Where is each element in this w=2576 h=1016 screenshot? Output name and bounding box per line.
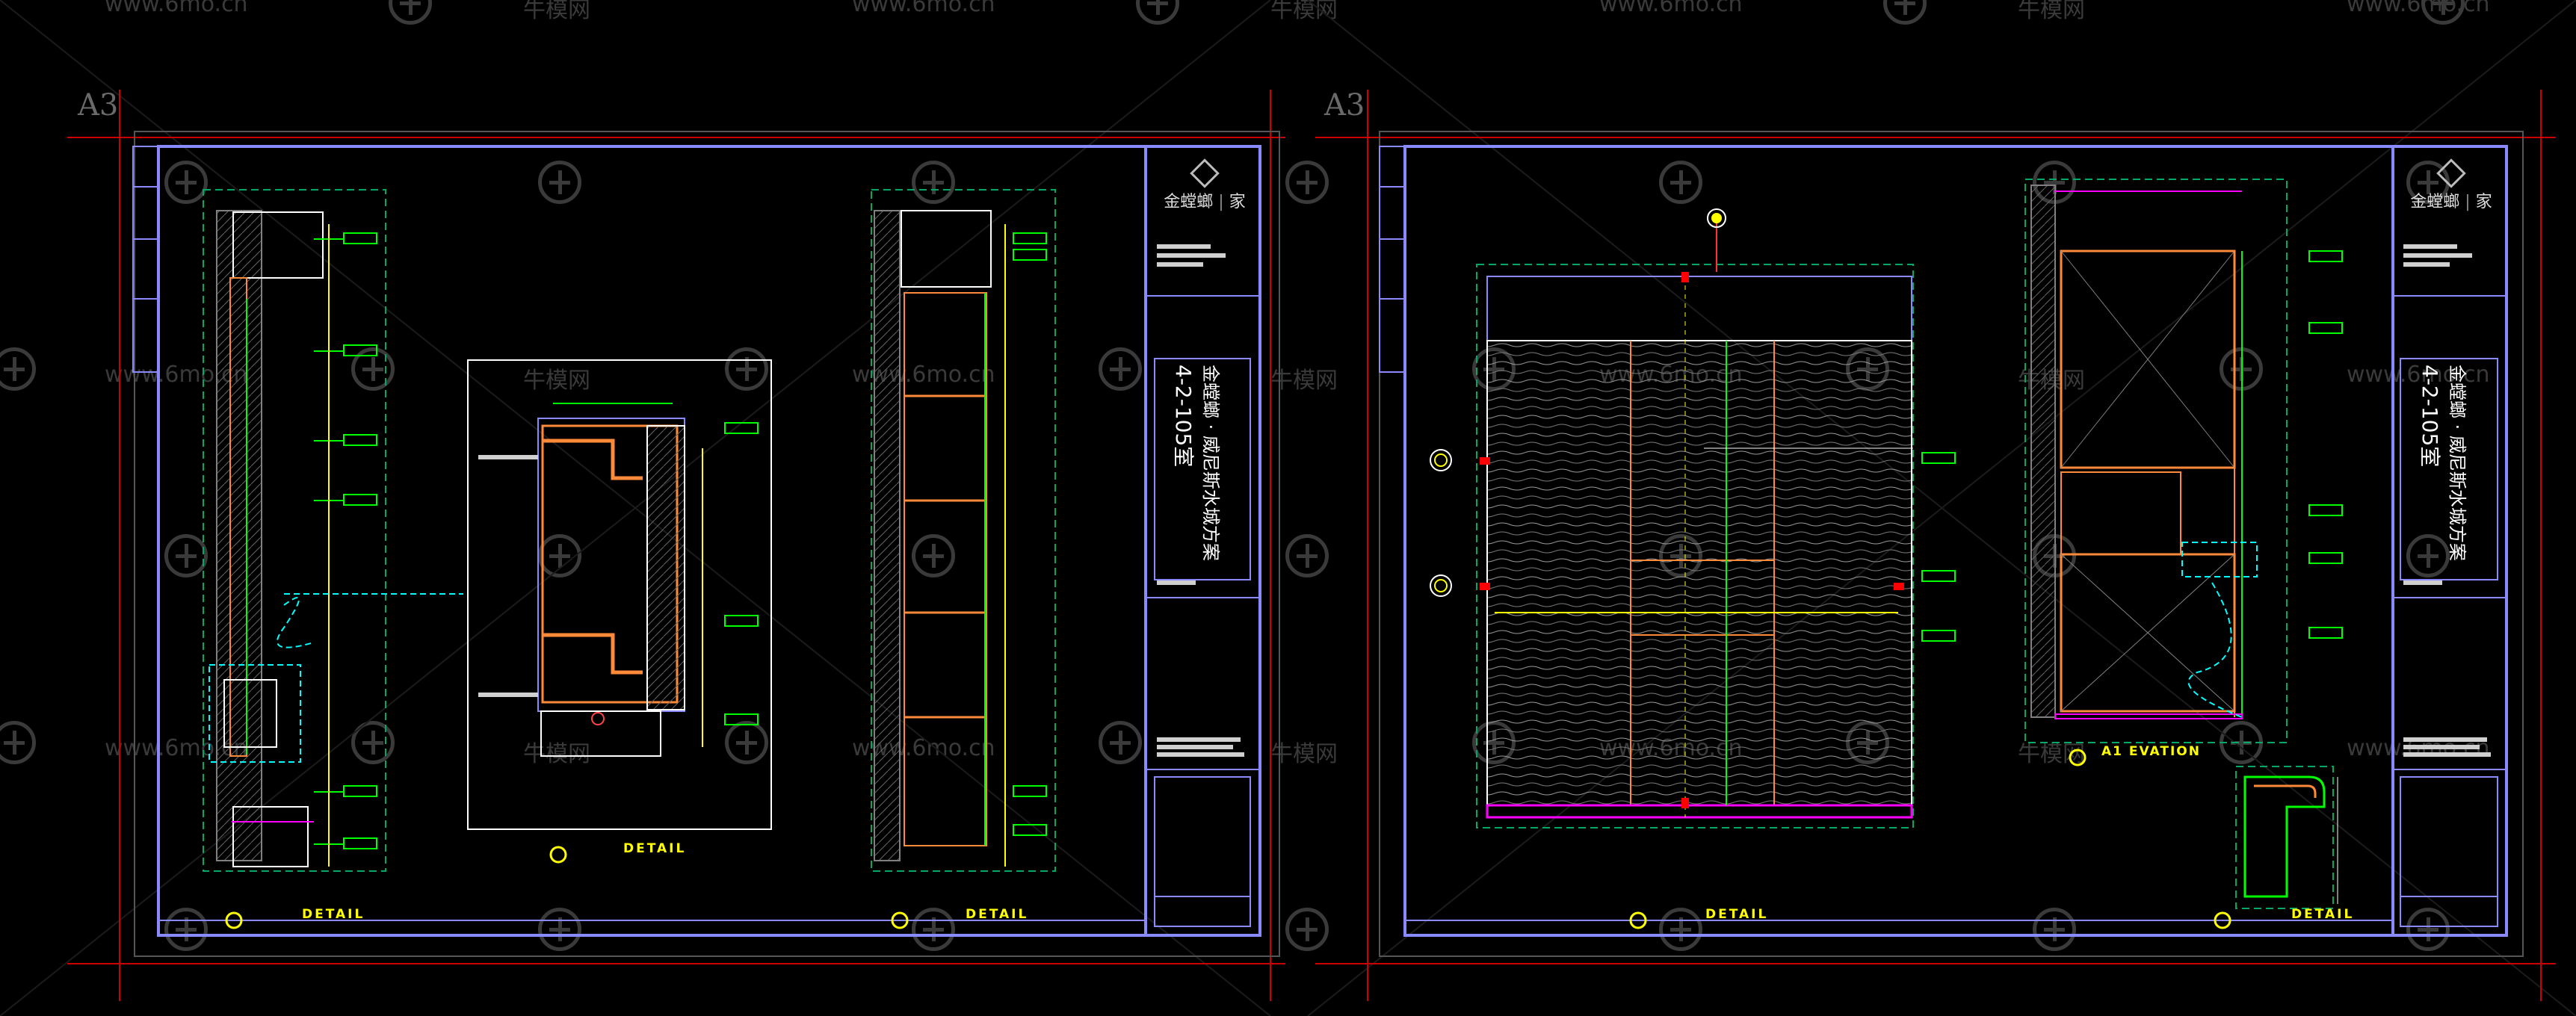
watermark-brand: 牛模网 <box>2018 0 2085 23</box>
watermark-logo-icon <box>164 534 208 577</box>
watermark-brand: 牛模网 <box>1270 0 1338 23</box>
sheet-2-elevation-title: A1 EVATION <box>2101 744 2201 759</box>
watermark-logo-icon <box>1099 721 1142 764</box>
sheet-2-project-title: 金螳螂 · 威尼斯水城方案 4-2-105室 <box>2416 365 2472 561</box>
watermark-logo-icon <box>1285 161 1329 204</box>
watermark-logo-icon <box>912 161 955 204</box>
watermark-logo-icon <box>912 908 955 951</box>
brand-suffix: 家 <box>2475 193 2492 211</box>
watermark-logo-icon <box>0 721 36 764</box>
watermark-logo-icon <box>2406 534 2450 577</box>
sheet-1-detail-callout: DETAIL <box>623 841 687 856</box>
sheet-1-project-title: 金螳螂 · 威尼斯水城方案 4-2-105室 <box>1170 365 1226 561</box>
room-number: 4-2-105室 <box>1171 365 1196 468</box>
sheet-1-brand: 金螳螂 | 家 <box>1160 158 1250 212</box>
watermark-logo-icon <box>725 721 768 764</box>
project-title: 金螳螂 · 威尼斯水城方案 <box>1200 365 1221 561</box>
sheet-2-detail-title-right: DETAIL <box>2291 907 2355 922</box>
watermark-logo-icon <box>1659 908 1702 951</box>
sheet-2-trim-lines <box>1315 90 2556 1001</box>
watermark-brand: 牛模网 <box>523 0 590 23</box>
brand-logo-icon <box>1190 158 1220 188</box>
watermark-logo-icon <box>1099 347 1142 391</box>
watermark-logo-icon <box>2033 908 2076 951</box>
watermark-logo-icon <box>351 347 395 391</box>
watermark-logo-icon <box>912 534 955 577</box>
brand-logo-text: 金螳螂 <box>1164 193 1214 211</box>
watermark-logo-icon <box>0 347 36 391</box>
sheet-2-title-block <box>2393 295 2506 927</box>
watermark-logo-icon <box>2406 908 2450 951</box>
sheet-1-size-label: A3 <box>78 88 119 123</box>
elevation-wood-panel <box>1430 208 1956 929</box>
watermark-brand: 牛模网 <box>523 368 590 394</box>
sheet-1-title-block <box>1146 295 1260 927</box>
detail-corner-moulding <box>2214 766 2338 929</box>
watermark-brand: 牛模网 <box>1270 741 1338 767</box>
room-number: 4-2-105室 <box>2418 365 2442 468</box>
sheet-1-detail-title-left: DETAIL <box>302 907 365 922</box>
watermark-logo-icon <box>1285 534 1329 577</box>
watermark-logo-icon <box>538 534 581 577</box>
watermark-logo-icon <box>538 161 581 204</box>
watermark-brand: 牛模网 <box>1270 368 1338 394</box>
watermark-logo-icon <box>164 908 208 951</box>
sheet-2-title-lines <box>2403 244 2491 757</box>
watermark-logo-icon <box>725 347 768 391</box>
watermark-logo-icon <box>351 721 395 764</box>
brand-suffix: 家 <box>1229 193 1246 211</box>
project-title: 金螳螂 · 威尼斯水城方案 <box>2447 365 2468 561</box>
sheet-1 <box>67 90 1285 1001</box>
sheet-2-detail-title-left: DETAIL <box>1705 907 1769 922</box>
watermark-brand: 牛模网 <box>523 741 590 767</box>
sheet-2-brand: 金螳螂 | 家 <box>2406 158 2496 212</box>
detail-middle-box <box>467 359 772 864</box>
sheet-1-title-lines <box>1157 244 1244 757</box>
sheet-2 <box>1315 90 2556 1001</box>
sheet-2-size-label: A3 <box>1324 88 1365 123</box>
brand-logo-icon <box>2436 158 2466 188</box>
watermark-logo-icon <box>164 161 208 204</box>
watermark-url: www.6mo.cn <box>1599 0 1743 17</box>
sheet-1-trim-lines <box>67 90 1285 1001</box>
watermark-url: www.6mo.cn <box>852 0 995 17</box>
detail-left-section <box>203 189 463 872</box>
watermark-url: www.6mo.cn <box>2347 362 2490 388</box>
sheet-2-outer-frame <box>1379 131 2524 957</box>
watermark-logo-icon <box>1285 908 1329 951</box>
watermark-logo-icon <box>538 908 581 951</box>
brand-logo-text: 金螳螂 <box>2410 193 2460 211</box>
sheet-1-detail-title-right: DETAIL <box>966 907 1029 922</box>
sheet-1-outer-frame <box>134 131 1280 957</box>
watermark-url: www.6mo.cn <box>105 0 248 17</box>
detail-right-section <box>871 189 1056 929</box>
sheet-2-frame <box>1403 145 2508 937</box>
sheet-1-frame <box>157 145 1261 937</box>
elevation-a1 <box>2024 179 2343 766</box>
watermark-logo-icon <box>2406 161 2450 204</box>
watermark-logo-icon <box>1659 161 1702 204</box>
